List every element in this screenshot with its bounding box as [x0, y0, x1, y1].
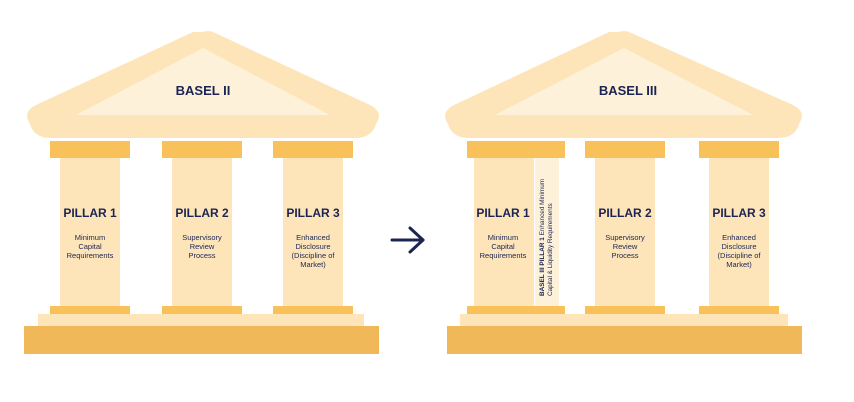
pillar-desc-line: Enhanced: [722, 233, 756, 242]
basel3-step: [460, 314, 788, 326]
column-shaft: [172, 158, 232, 306]
pillar-desc-line: Minimum: [488, 233, 518, 242]
pillar-desc-line: Market): [300, 260, 326, 269]
column-base: [162, 306, 242, 314]
basel2-pillar-3: PILLAR 3 Enhanced Disclosure (Discipline…: [273, 141, 353, 314]
pillar-desc-line: Disclosure: [295, 242, 330, 251]
pillar-desc-line: Capital: [491, 242, 515, 251]
basel3-pillar-2: PILLAR 2 Supervisory Review Process: [585, 141, 665, 314]
pillar-desc-line: Requirements: [480, 251, 527, 260]
pillar-desc-line: Process: [188, 251, 215, 260]
right-arrow-icon: [390, 226, 425, 254]
capital: [162, 141, 242, 158]
capital: [467, 141, 565, 158]
basel2-temple: BASEL II PILLAR 1 Minimum Capital Requir…: [24, 31, 379, 354]
pillar-desc-line: Minimum: [75, 233, 105, 242]
pillar-desc-line: (Discipline of: [718, 251, 762, 260]
capital: [699, 141, 779, 158]
pillar-title: PILLAR 1: [63, 206, 117, 220]
pillar-desc-line: Supervisory: [182, 233, 222, 242]
basel2-base: [24, 326, 379, 354]
column-shaft: [283, 158, 343, 306]
column-base: [585, 306, 665, 314]
basel3-title: BASEL III: [599, 83, 657, 98]
column-base: [50, 306, 130, 314]
pillar-desc-line: Review: [190, 242, 215, 251]
column-shaft: [474, 158, 534, 306]
basel2-pillar-1: PILLAR 1 Minimum Capital Requirements: [50, 141, 130, 314]
basel3-pillar-1: PILLAR 1 Minimum Capital Requirements: [467, 141, 565, 314]
enhanced-column-shaft: [535, 158, 559, 306]
basel2-roof-inner: [76, 48, 330, 115]
pillar-title: PILLAR 2: [175, 206, 229, 220]
pillar-title: PILLAR 3: [286, 206, 340, 220]
basel2-title: BASEL II: [176, 83, 231, 98]
capital: [273, 141, 353, 158]
capital: [585, 141, 665, 158]
column-shaft: [595, 158, 655, 306]
basel3-pillar-3: PILLAR 3 Enhanced Disclosure (Discipline…: [699, 141, 779, 314]
basel3-temple: BASEL III PILLAR 1 Minimum Capital Requi…: [445, 31, 802, 354]
pillar-title: PILLAR 2: [598, 206, 652, 220]
pillar-title: PILLAR 3: [712, 206, 766, 220]
column-shaft: [709, 158, 769, 306]
basel3-roof-inner: [495, 48, 753, 115]
pillar-desc-line: Disclosure: [721, 242, 756, 251]
column-base: [699, 306, 779, 314]
pillar-desc-line: Supervisory: [605, 233, 645, 242]
column-base: [273, 306, 353, 314]
pillar-title: PILLAR 1: [476, 206, 530, 220]
basel2-step: [38, 314, 364, 326]
basel3-base: [447, 326, 802, 354]
pillar-desc-line: Process: [611, 251, 638, 260]
pillar-desc-line: Review: [613, 242, 638, 251]
pillar-desc-line: (Discipline of: [292, 251, 336, 260]
enhanced-pillar-rest: Enhanced Minimum: [539, 179, 546, 237]
enhanced-pillar-label: BASEL III PILLAR 1 Enhanced Minimum: [539, 179, 546, 296]
enhanced-pillar-bold: BASEL III PILLAR 1: [539, 237, 546, 296]
pillar-desc-line: Capital: [78, 242, 102, 251]
column-shaft: [60, 158, 120, 306]
pillar-desc-line: Enhanced: [296, 233, 330, 242]
enhanced-pillar-line2: Capital & Liquidity Requirements: [547, 203, 554, 296]
basel2-pillar-2: PILLAR 2 Supervisory Review Process: [162, 141, 242, 314]
column-base: [467, 306, 565, 314]
pillar-desc-line: Requirements: [67, 251, 114, 260]
capital: [50, 141, 130, 158]
basel3-enhanced-pillar: BASEL III PILLAR 1 Enhanced Minimum Capi…: [535, 158, 559, 306]
pillar-desc-line: Market): [726, 260, 752, 269]
